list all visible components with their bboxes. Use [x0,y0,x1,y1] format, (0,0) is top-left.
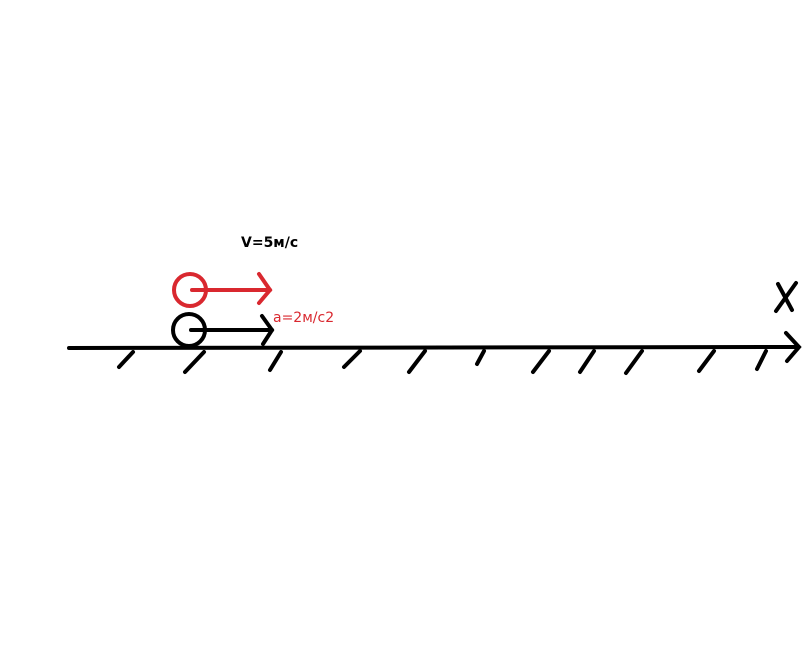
x-axis-arrowhead-icon [784,331,802,363]
velocity-label: V=5м/с [241,235,299,251]
acceleration-label: a=2м/с2 [273,310,335,326]
red-body [172,272,273,308]
velocity-arrowhead-icon [257,272,273,305]
acceleration-arrowhead-icon [260,314,275,346]
black-body [171,312,275,348]
x-axis [67,331,802,363]
axis-x-letter-icon [774,281,798,313]
ground-hatching [117,349,768,375]
